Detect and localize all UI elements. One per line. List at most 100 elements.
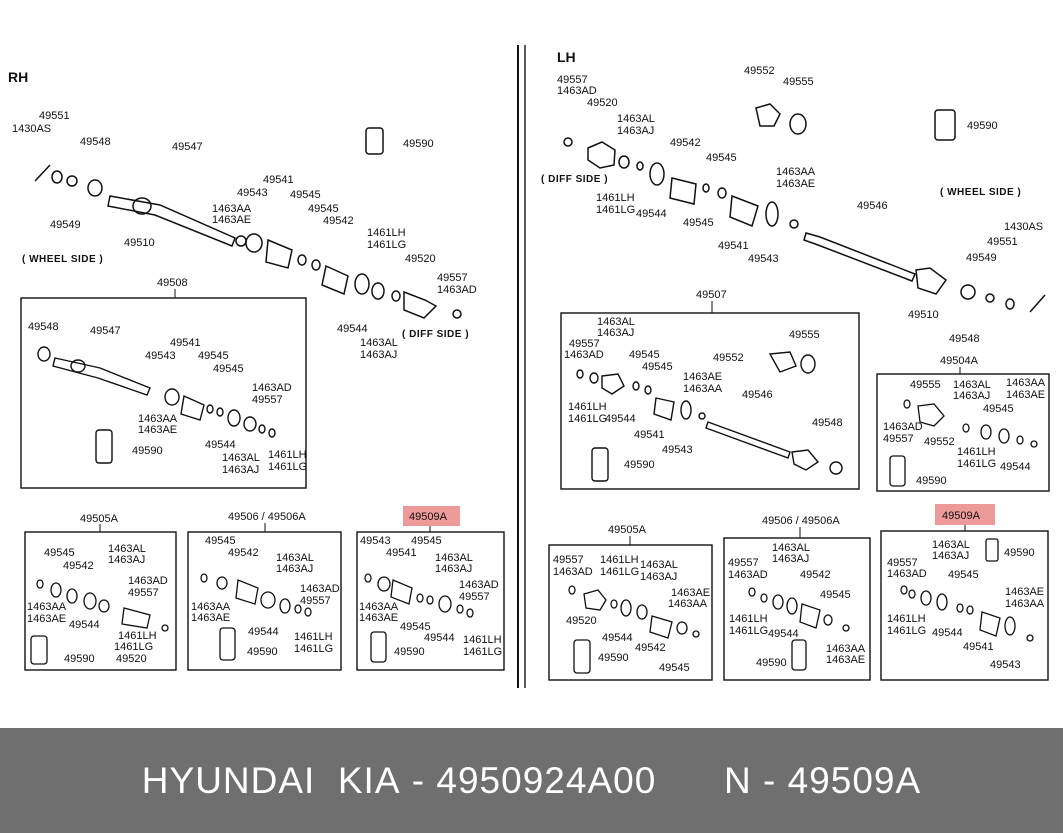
rh-box-49508: [20, 297, 307, 489]
part-label: 1463AA: [191, 601, 231, 613]
part-label: 1461LG: [463, 646, 502, 658]
lh-shaft-assembly: [563, 103, 1046, 313]
rh-box-49509a-title-highlight: [403, 506, 460, 526]
part-label: 1463AJ: [276, 563, 313, 575]
part-label: 1463AJ: [640, 571, 677, 583]
part-label: 1463AD: [887, 568, 927, 580]
part-label: 1461LH: [600, 554, 639, 566]
part-label: 49543: [748, 253, 779, 265]
lh-box-49509a-labels: 1463AL 1463AJ 49590 49557 1463AD 49545 1…: [887, 539, 1045, 671]
part-label: 49545: [205, 535, 236, 547]
box-title: 49507: [696, 289, 727, 301]
part-label: 1461LH: [887, 613, 926, 625]
part-label: 1463AE: [1006, 389, 1045, 401]
part-label: 49549: [966, 252, 997, 264]
part-label: 1463AA: [776, 166, 816, 178]
part-label: 1463AJ: [617, 125, 654, 137]
rh-wheel-side: ( WHEEL SIDE ): [22, 254, 103, 265]
part-label: 1463AA: [668, 598, 708, 610]
part-label: 1461LG: [268, 461, 307, 473]
lh-box-49507: [560, 312, 860, 490]
part-label: 1463AE: [359, 612, 398, 624]
part-label: 49541: [718, 240, 749, 252]
part-label: 49552: [713, 352, 744, 364]
part-label: 1463AL: [276, 552, 314, 564]
part-label: 49544: [768, 628, 799, 640]
part-label: 1463AA: [1005, 598, 1045, 610]
part-label: 49545: [213, 363, 244, 375]
rh-box-49506-parts: [200, 573, 312, 661]
part-label: 49545: [198, 350, 229, 362]
lh-diff-side: ( DIFF SIDE ): [541, 174, 608, 185]
part-label: 1463AA: [1006, 377, 1046, 389]
part-label: 49590: [916, 475, 947, 487]
part-label: 49590: [394, 646, 425, 658]
rh-box-49506: [187, 531, 342, 671]
box-title: 49505A: [80, 513, 119, 525]
lh-box-49506-parts: [748, 587, 850, 671]
part-label: 49544: [205, 439, 236, 451]
spacer: [656, 760, 724, 802]
part-label: 49544: [337, 323, 368, 335]
part-number-footer: HYUNDAI KIA - 4950924A00 N - 49509A: [0, 728, 1063, 833]
part-label: 1461LG: [887, 625, 926, 637]
part-label: 49542: [670, 137, 701, 149]
part-label: 49590: [967, 120, 998, 132]
rh-box-49509a-parts: [364, 573, 474, 663]
part-label: 49555: [789, 329, 820, 341]
part-label: 49547: [90, 325, 121, 337]
lh-main-labels: 49557 1463AD 49520 1463AL 1463AJ 49552 4…: [541, 65, 1043, 345]
part-label: 49557: [128, 587, 159, 599]
part-label: 1463AJ: [222, 464, 259, 476]
brand-text: HYUNDAI KIA: [141, 759, 401, 801]
part-label: 49590: [403, 138, 434, 150]
part-label: 49542: [228, 547, 259, 559]
part-label: 1463AD: [300, 583, 340, 595]
part-label: 49541: [263, 174, 294, 186]
part-label: 49545: [659, 662, 690, 674]
part-label: 49544: [248, 626, 279, 638]
part-label: 1461LG: [596, 204, 635, 216]
box-title: 49506 / 49506A: [762, 515, 840, 527]
part-label: 49544: [605, 413, 636, 425]
part-label: 1461LG: [729, 625, 768, 637]
part-label: 1463AA: [138, 413, 178, 425]
part-label: 49557: [553, 554, 584, 566]
part-label: 49543: [145, 350, 176, 362]
part-label: 1463AA: [826, 643, 866, 655]
rh-box-49505a-labels: 49545 49542 1463AL 1463AJ 1463AD 49557 1…: [27, 543, 168, 665]
lh-wheel-side: ( WHEEL SIDE ): [940, 187, 1021, 198]
part-label: 1463AE: [1005, 586, 1044, 598]
part-label: 49544: [424, 632, 455, 644]
variant-code: 49509A: [787, 759, 922, 801]
part-label: 49545: [308, 203, 339, 215]
part-label: 49590: [132, 445, 163, 457]
part-label: 49548: [949, 333, 980, 345]
part-label: 1463AE: [826, 654, 865, 666]
part-label: 49542: [635, 642, 666, 654]
part-label: 49545: [948, 569, 979, 581]
part-label: 49590: [247, 646, 278, 658]
part-label: 1463AE: [191, 612, 230, 624]
rh-box-49505a: [24, 531, 177, 671]
part-label: 1461LG: [367, 239, 406, 251]
part-label: 49510: [124, 237, 155, 249]
part-label: 49548: [812, 417, 843, 429]
part-label: 1463AE: [212, 214, 251, 226]
part-label: 49545: [683, 217, 714, 229]
part-label: 49542: [323, 215, 354, 227]
box-title: 49508: [157, 277, 188, 289]
part-label: 1463AD: [252, 382, 292, 394]
rh-box-49509a: [356, 531, 505, 671]
box-title: 49504A: [940, 355, 979, 367]
part-label: 1463AD: [437, 284, 477, 296]
part-label: 49520: [566, 615, 597, 627]
part-label: 49543: [360, 535, 391, 547]
part-label: 1463AJ: [435, 563, 472, 575]
part-label: 49543: [662, 444, 693, 456]
part-label: 1463AL: [932, 539, 970, 551]
part-label: 1461LH: [268, 449, 307, 461]
lh-box-49504a: [876, 373, 1050, 492]
part-label: 1463AJ: [360, 349, 397, 361]
part-label: 1463AA: [359, 601, 399, 613]
